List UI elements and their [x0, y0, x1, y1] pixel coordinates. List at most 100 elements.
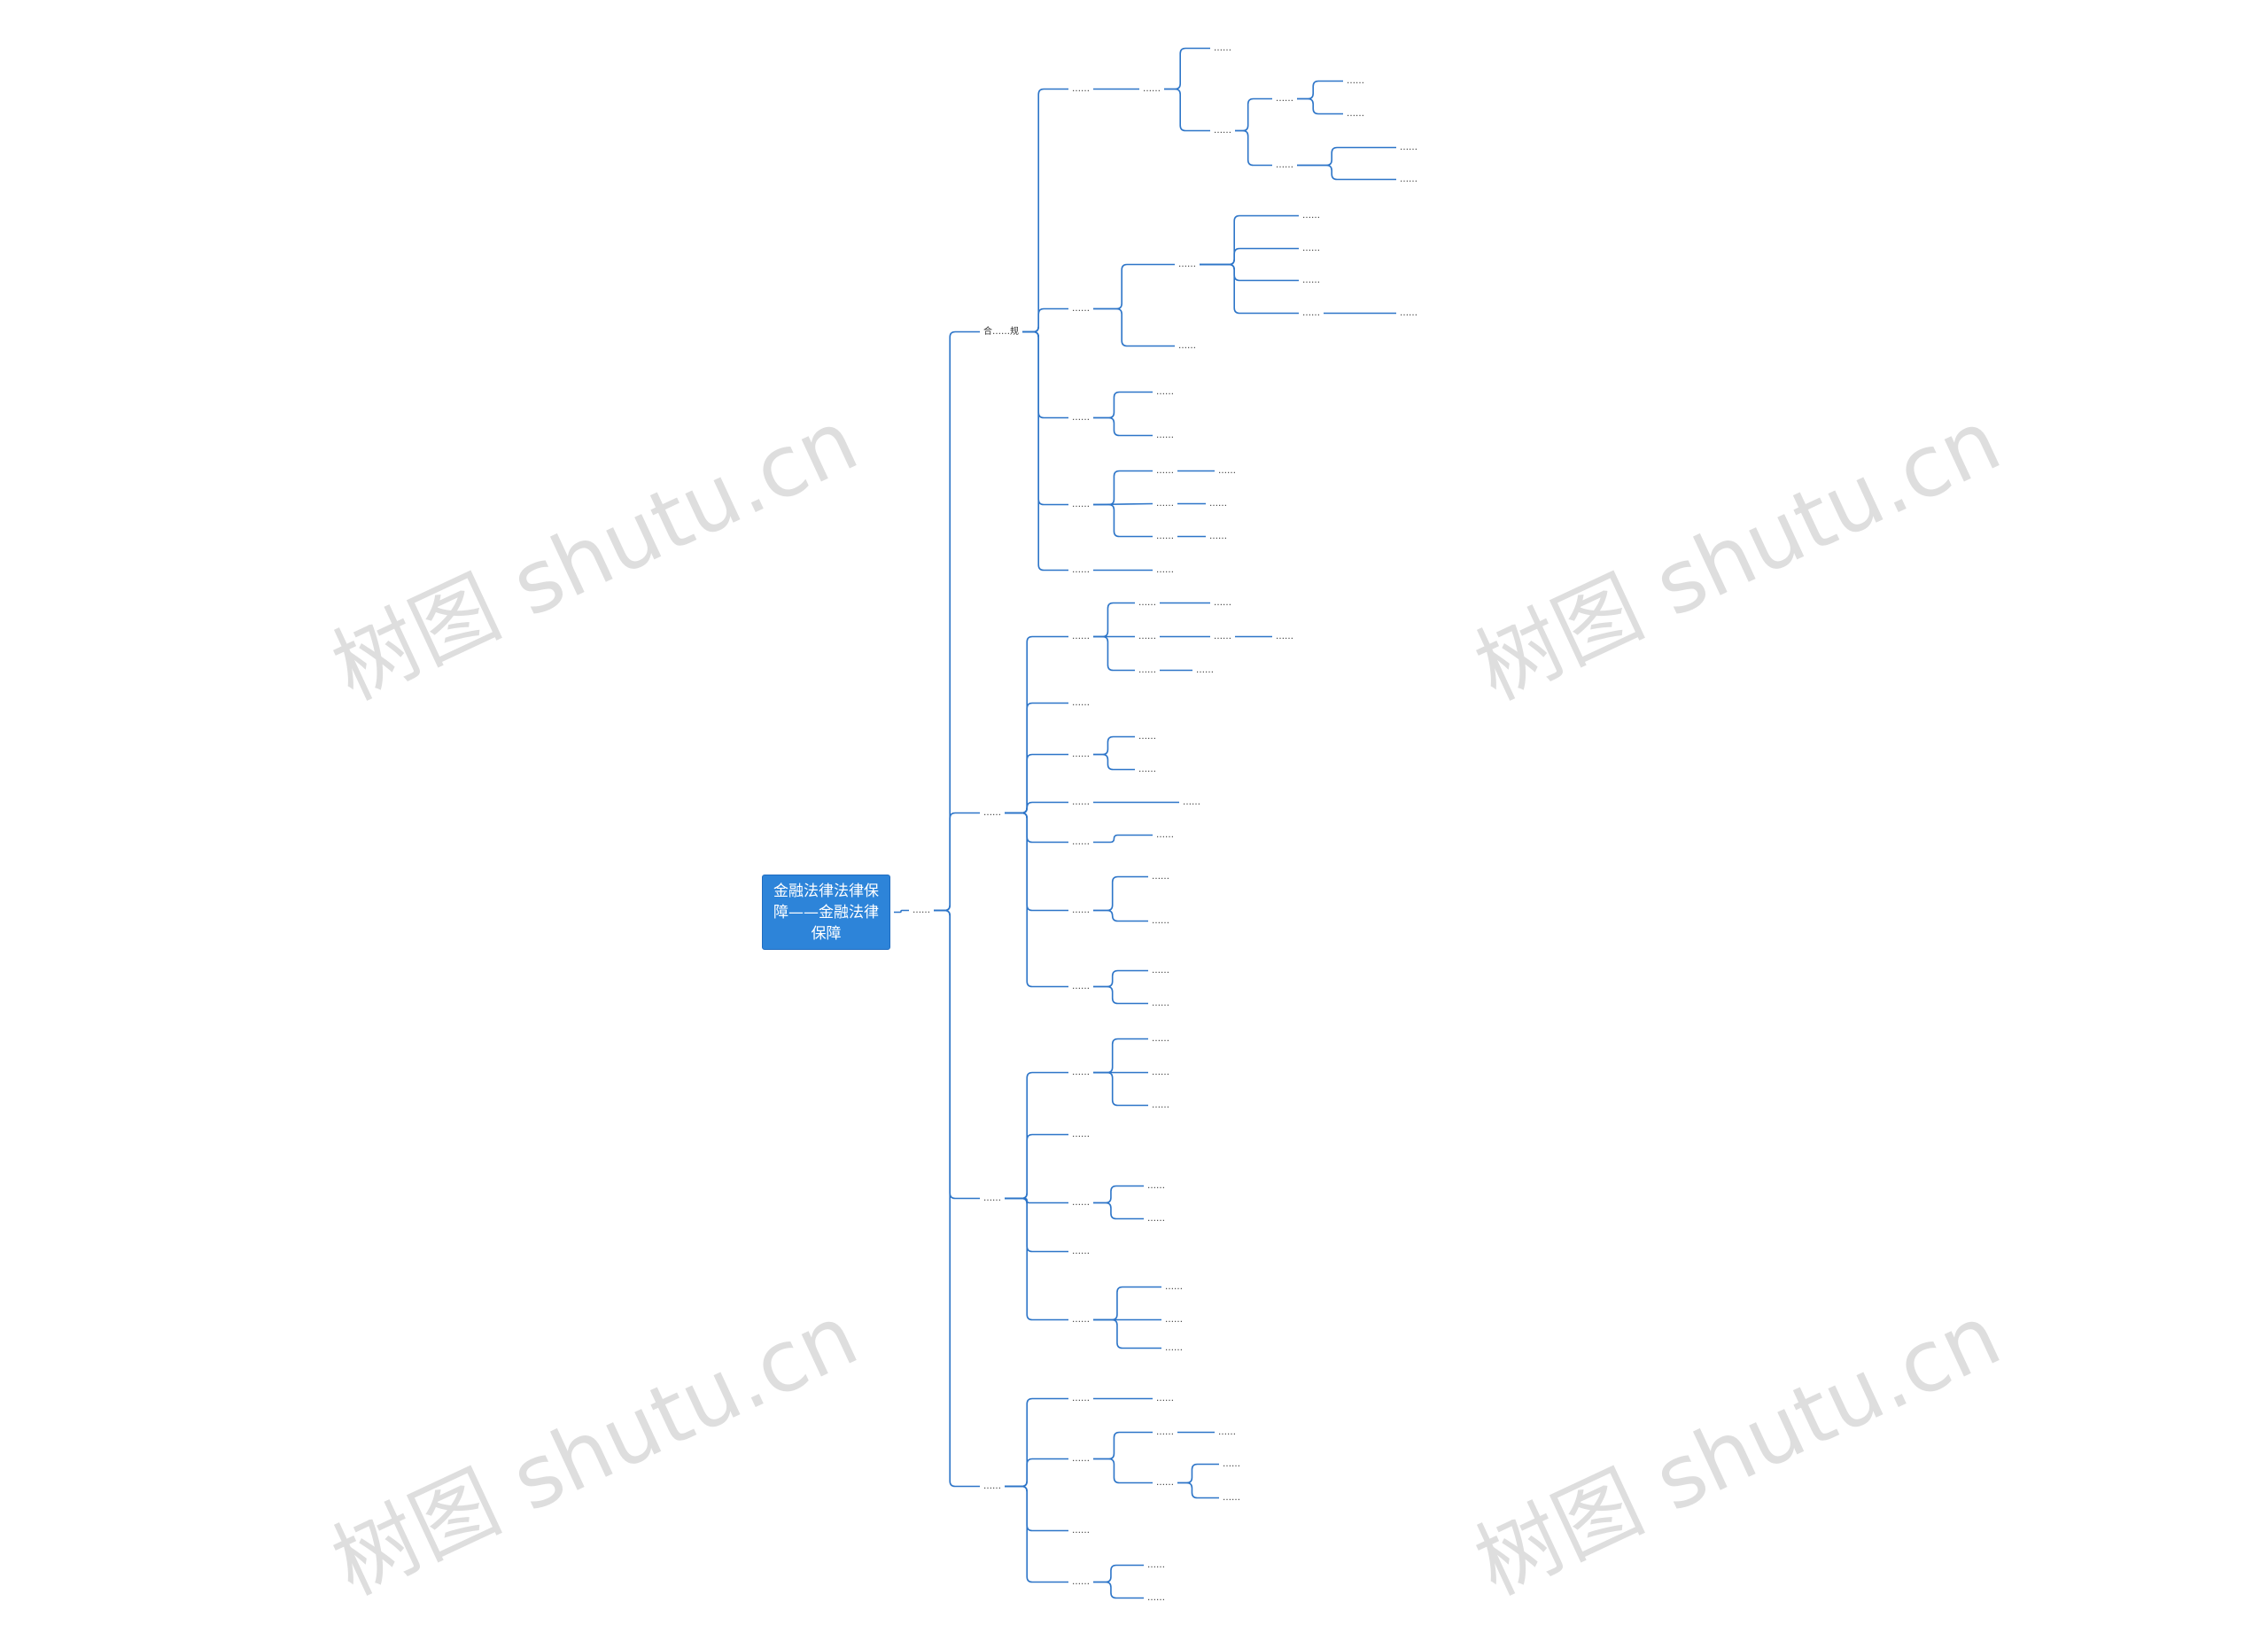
topic-branch-d[interactable]: …… — [983, 1481, 1001, 1491]
topic-b1cx[interactable]: …… — [1196, 665, 1214, 675]
topic-a1b[interactable]: …… — [1214, 126, 1231, 136]
topic-b6b[interactable]: …… — [1152, 916, 1169, 926]
topic-a4b[interactable]: …… — [1156, 499, 1174, 509]
connector-line — [1005, 801, 1068, 814]
connector-line — [1005, 812, 1068, 912]
topic-c1b[interactable]: …… — [1152, 1068, 1169, 1077]
topic-b1[interactable]: …… — [1072, 632, 1090, 642]
topic-b6[interactable]: …… — [1072, 906, 1090, 915]
topic-b1b[interactable]: …… — [1138, 632, 1156, 642]
connector-line — [1005, 1071, 1068, 1200]
topic-b7[interactable]: …… — [1072, 982, 1090, 991]
topic-a4a[interactable]: …… — [1156, 466, 1174, 476]
topic-d2a[interactable]: …… — [1156, 1427, 1174, 1437]
topic-c1[interactable]: …… — [1072, 1068, 1090, 1077]
connector-line — [934, 909, 980, 1200]
topic-a1b1a[interactable]: …… — [1347, 76, 1364, 86]
connector-line — [1005, 1485, 1068, 1532]
topic-d2b2[interactable]: …… — [1223, 1493, 1240, 1503]
topic-a1b1[interactable]: …… — [1276, 94, 1293, 104]
topic-a2a1[interactable]: …… — [1302, 211, 1320, 221]
topic-a3a[interactable]: …… — [1156, 387, 1174, 397]
topic-d2[interactable]: …… — [1072, 1454, 1090, 1464]
topic-a2a4[interactable]: …… — [1302, 308, 1320, 318]
topic-d4[interactable]: …… — [1072, 1577, 1090, 1587]
topic-c1a[interactable]: …… — [1152, 1034, 1169, 1044]
topic-d1x[interactable]: …… — [1156, 1394, 1174, 1404]
topic-a1[interactable]: …… — [1072, 84, 1090, 94]
connector-line — [1093, 1071, 1148, 1107]
topic-c5a[interactable]: …… — [1165, 1282, 1183, 1292]
topic-b6a[interactable]: …… — [1152, 872, 1169, 882]
topic-branch-c[interactable]: …… — [983, 1194, 1001, 1203]
topic-a5[interactable]: …… — [1072, 565, 1090, 575]
topic-a1b2[interactable]: …… — [1276, 160, 1293, 170]
connector-line — [1093, 602, 1135, 638]
topic-a2[interactable]: …… — [1072, 304, 1090, 314]
topic-c1c[interactable]: …… — [1152, 1100, 1169, 1110]
connector-line — [1200, 263, 1299, 282]
topic-c5[interactable]: …… — [1072, 1315, 1090, 1325]
topic-b2[interactable]: …… — [1072, 698, 1090, 708]
topic-a4[interactable]: …… — [1072, 500, 1090, 509]
topic-a3b[interactable]: …… — [1156, 431, 1174, 440]
connector-line — [1005, 1133, 1068, 1200]
topic-b7b[interactable]: …… — [1152, 999, 1169, 1008]
topic-c4[interactable]: …… — [1072, 1247, 1090, 1256]
topic-b1by[interactable]: …… — [1276, 632, 1293, 642]
topic-a4ax[interactable]: …… — [1218, 466, 1236, 476]
topic-d2b1[interactable]: …… — [1223, 1459, 1240, 1469]
topic-a1b2a[interactable]: …… — [1400, 143, 1418, 152]
topic-b5x[interactable]: …… — [1156, 830, 1174, 840]
topic-a1a[interactable]: …… — [1143, 84, 1161, 94]
connector-line — [1005, 702, 1068, 814]
topic-b1a[interactable]: …… — [1138, 598, 1156, 608]
topic-a4cx[interactable]: …… — [1209, 532, 1227, 541]
topic-b1ax[interactable]: …… — [1214, 598, 1231, 608]
root-topic[interactable]: 金融法律法律保障——金融法律保障 — [762, 875, 890, 950]
connector-line — [1200, 247, 1299, 266]
topic-b3[interactable]: …… — [1072, 750, 1090, 759]
topic-a2a2[interactable]: …… — [1302, 244, 1320, 253]
topic-a1a1[interactable]: …… — [1214, 43, 1231, 53]
topic-c5b[interactable]: …… — [1165, 1315, 1183, 1325]
topic-a2a[interactable]: …… — [1178, 260, 1196, 269]
topic-branch-a[interactable]: 合……规 — [983, 327, 1019, 337]
topic-d4a[interactable]: …… — [1147, 1560, 1165, 1570]
topic-d4b[interactable]: …… — [1147, 1593, 1165, 1603]
topic-b7a[interactable]: …… — [1152, 966, 1169, 976]
topic-d2b[interactable]: …… — [1156, 1478, 1174, 1488]
topic-a4c[interactable]: …… — [1156, 532, 1174, 541]
topic-d2ax[interactable]: …… — [1218, 1427, 1236, 1437]
topic-a1b2b[interactable]: …… — [1400, 175, 1418, 184]
topic-b4[interactable]: …… — [1072, 797, 1090, 807]
topic-c3a[interactable]: …… — [1147, 1181, 1165, 1191]
topic-d3[interactable]: …… — [1072, 1526, 1090, 1536]
topic-b1bx[interactable]: …… — [1214, 632, 1231, 642]
connector-line — [1022, 330, 1068, 572]
topic-b3b[interactable]: …… — [1138, 765, 1156, 774]
topic-a4bx[interactable]: …… — [1209, 499, 1227, 509]
connector-line — [1093, 470, 1153, 506]
topic-c3b[interactable]: …… — [1147, 1214, 1165, 1224]
topic-c2[interactable]: …… — [1072, 1130, 1090, 1139]
topic-a5x[interactable]: …… — [1156, 565, 1174, 575]
topic-level1[interactable]: …… — [913, 906, 930, 915]
connector-line — [1093, 735, 1135, 756]
topic-a2b[interactable]: …… — [1178, 341, 1196, 351]
topic-c3[interactable]: …… — [1072, 1198, 1090, 1208]
topic-c5c[interactable]: …… — [1165, 1343, 1183, 1353]
topic-a3[interactable]: …… — [1072, 413, 1090, 423]
topic-a2a3[interactable]: …… — [1302, 276, 1320, 285]
connector-line — [1022, 307, 1068, 333]
topic-branch-b[interactable]: …… — [983, 808, 1001, 818]
topic-b5[interactable]: …… — [1072, 837, 1090, 847]
connector-line — [1164, 47, 1210, 90]
topic-a2a4x[interactable]: …… — [1400, 308, 1418, 318]
topic-b4x[interactable]: …… — [1183, 797, 1200, 807]
topic-b1c[interactable]: …… — [1138, 665, 1156, 675]
topic-d1[interactable]: …… — [1072, 1394, 1090, 1404]
topic-a1b1b[interactable]: …… — [1347, 109, 1364, 119]
topic-b3a[interactable]: …… — [1138, 732, 1156, 742]
